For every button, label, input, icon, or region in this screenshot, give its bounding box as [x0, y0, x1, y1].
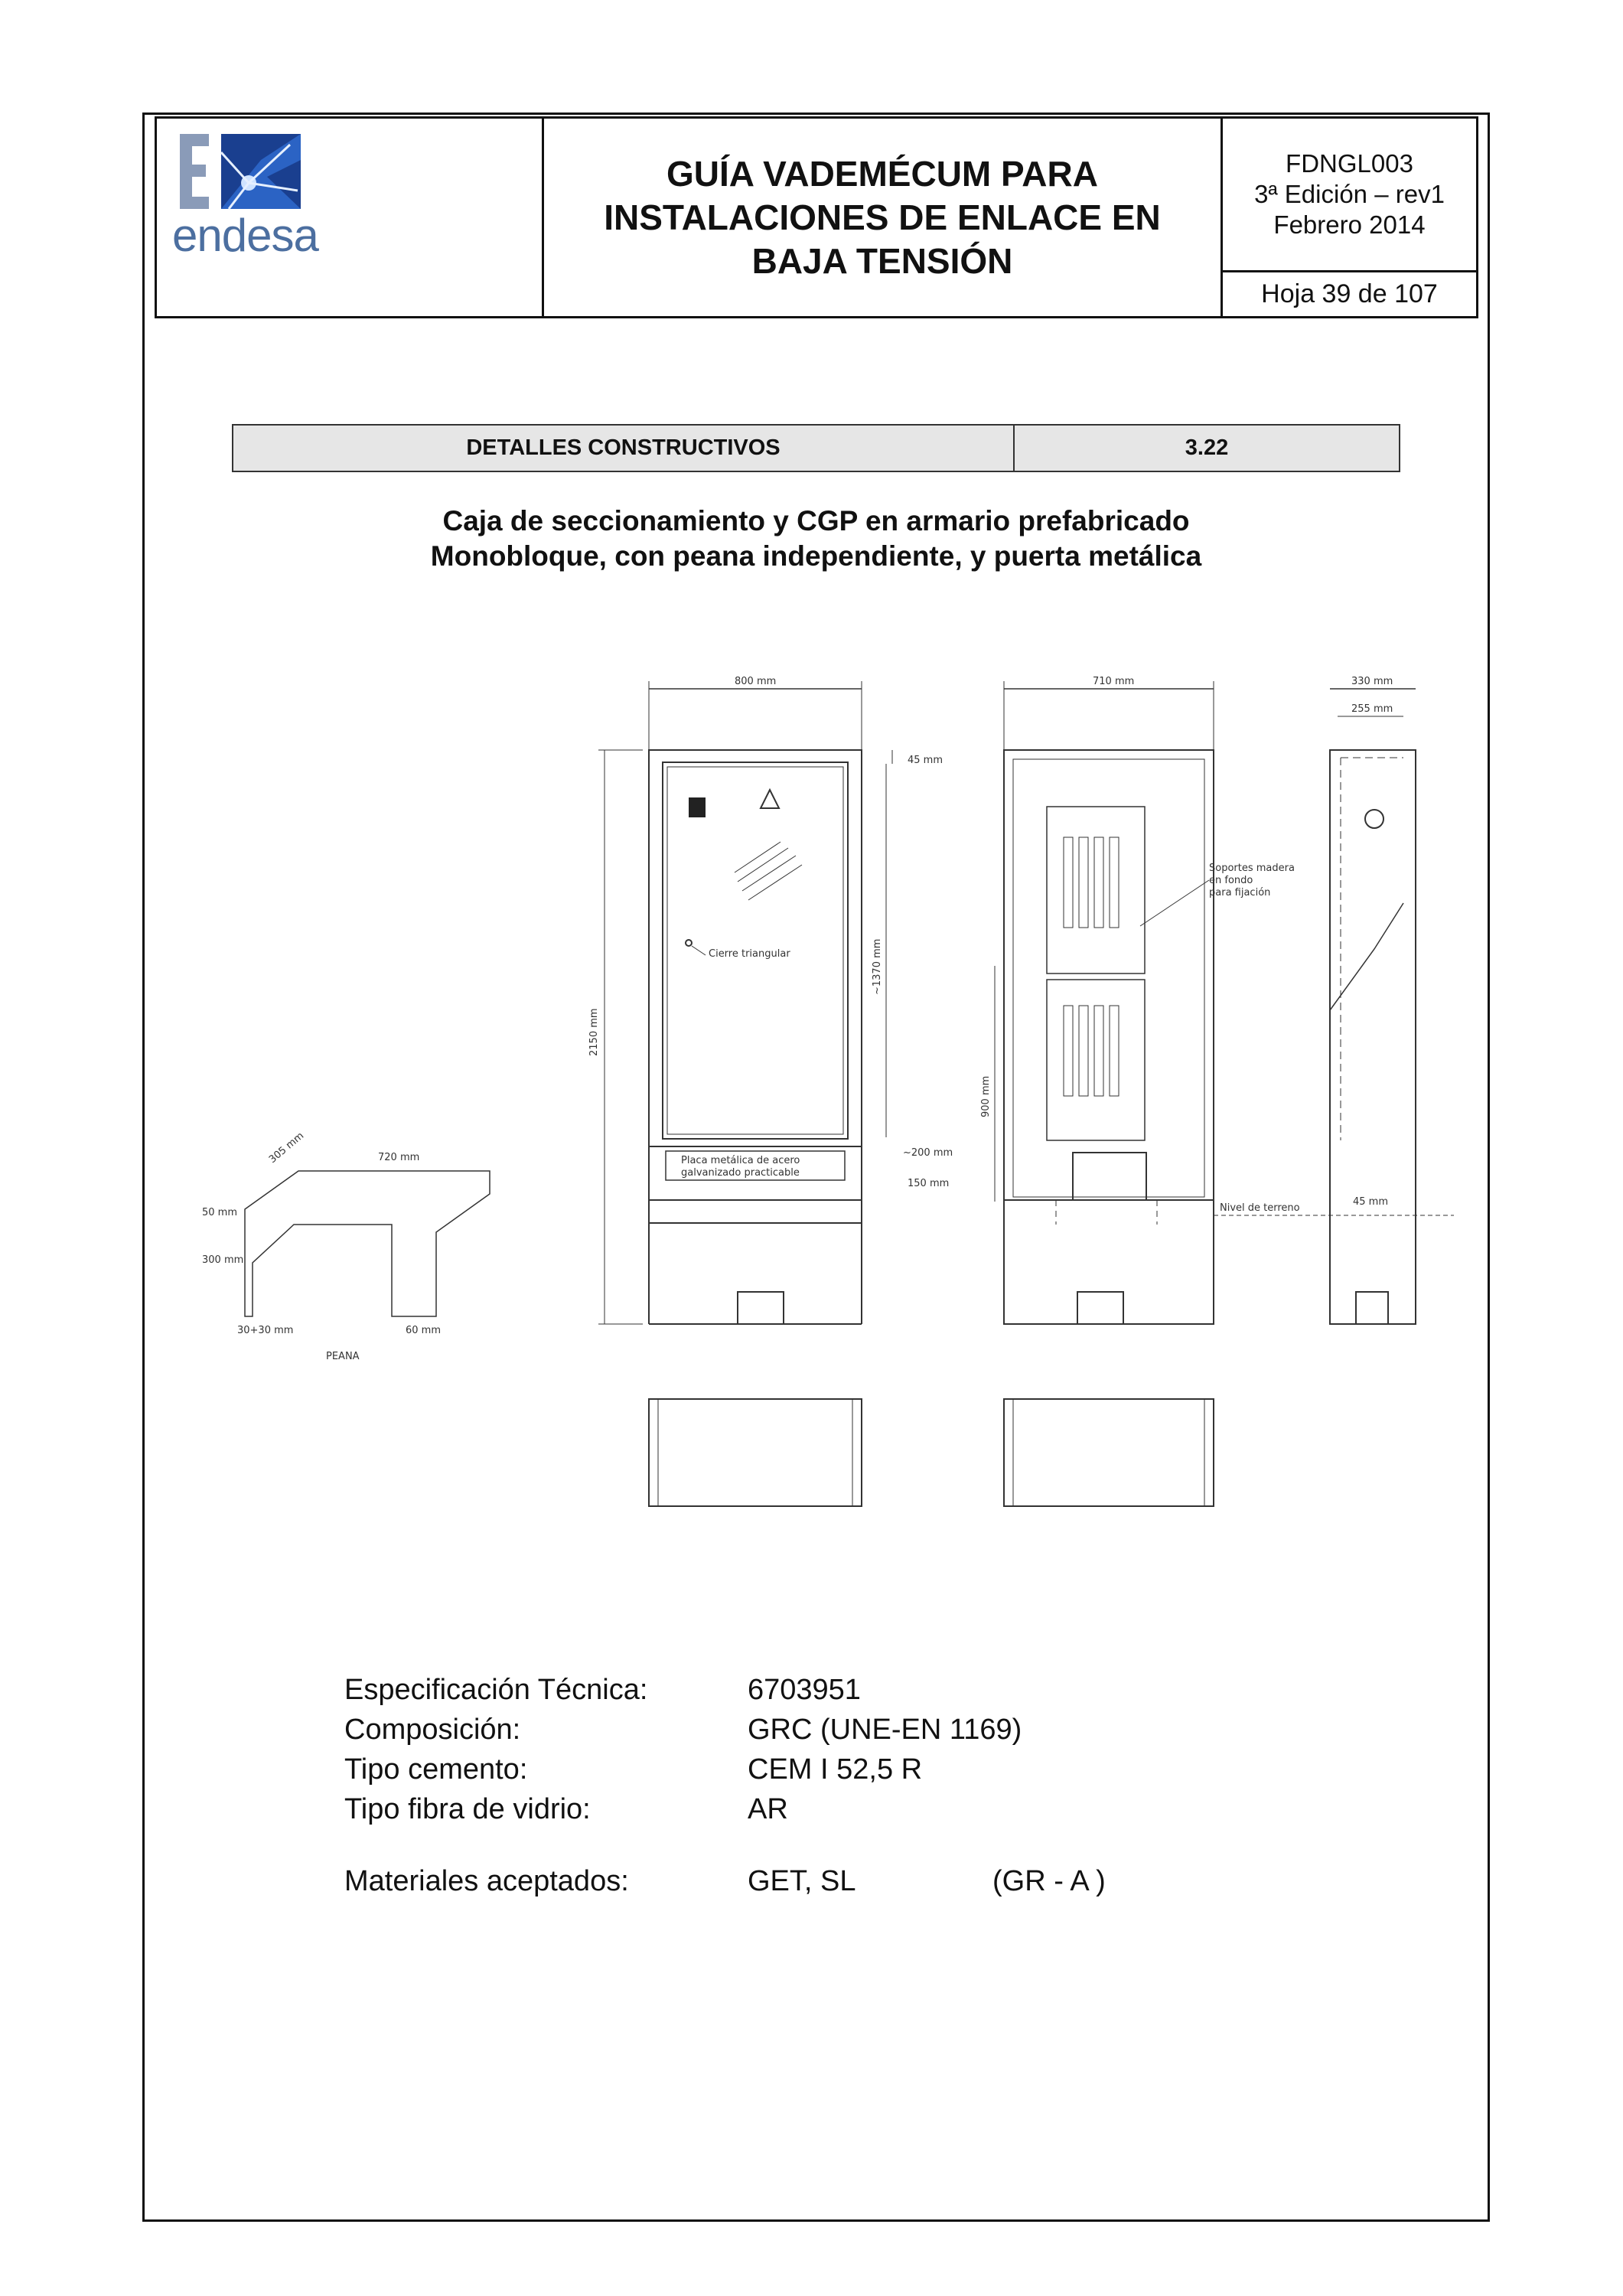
document-code: FDNGL003 — [1286, 149, 1413, 178]
peana-3030: 30+30 mm — [237, 1325, 293, 1336]
peana-label: PEANA — [326, 1351, 360, 1362]
spec-key: Tipo fibra de vidrio: — [344, 1793, 591, 1825]
dim-door-height: ~1370 mm — [872, 939, 883, 995]
dim-top-gap: 45 mm — [908, 755, 943, 766]
peana-50: 50 mm — [202, 1207, 237, 1218]
dim-front-width: 800 mm — [735, 676, 776, 687]
spec-value: CEM I 52,5 R — [748, 1753, 923, 1786]
peana-view: 720 mm 305 mm 50 mm 300 mm 30+30 mm 60 m… — [202, 1130, 490, 1362]
section-number: 3.22 — [1185, 435, 1229, 460]
spec-key: Composición: — [344, 1714, 521, 1746]
lightning-box-icon — [689, 797, 706, 817]
spec-key: Tipo cemento: — [344, 1753, 528, 1786]
section-bar: DETALLES CONSTRUCTIVOS 3.22 — [232, 424, 1400, 472]
drawing-subtitle: Caja de seccionamiento y CGP en armario … — [232, 504, 1400, 574]
materials-extra: (GR - A ) — [992, 1865, 1106, 1897]
code-cell: FDNGL003 3ª Edición – rev1 Febrero 2014 … — [1223, 119, 1476, 316]
section-label: DETALLES CONSTRUCTIVOS — [233, 426, 1015, 471]
warning-triangle-icon — [759, 788, 781, 809]
label-lock: Cierre triangular — [709, 948, 790, 960]
title-line: BAJA TENSIÓN — [751, 240, 1013, 281]
front-view: 800 mm Placa metálica de acero galvaniza… — [588, 676, 953, 1325]
technical-drawing: 800 mm Placa metálica de acero galvaniza… — [202, 676, 1454, 1507]
spec-key: Especificación Técnica: — [344, 1674, 648, 1706]
materials-value: GET, SL — [748, 1865, 856, 1897]
document-header: endesa GUÍA VADEMÉCUM PARA INSTALACIONES… — [155, 116, 1478, 318]
dim-side-width: 710 mm — [1093, 676, 1134, 687]
title-cell: GUÍA VADEMÉCUM PARA INSTALACIONES DE ENL… — [544, 119, 1223, 316]
spec-value: AR — [748, 1793, 788, 1825]
logo-text: endesa — [172, 210, 319, 261]
dim-900: 900 mm — [980, 1076, 992, 1117]
label-supports-line3: para fijación — [1209, 887, 1270, 899]
peana-60: 60 mm — [406, 1325, 441, 1336]
plan-view-side — [1003, 1398, 1214, 1507]
dim-height: 2150 mm — [588, 1008, 600, 1056]
plan-view-front — [648, 1398, 862, 1507]
label-plate-line2: galvanizado practicable — [681, 1167, 800, 1179]
logo-cell: endesa — [157, 119, 544, 316]
endesa-logo-icon — [175, 129, 305, 214]
document-code-block: FDNGL003 3ª Edición – rev1 Febrero 2014 — [1223, 119, 1476, 272]
title-line: GUÍA VADEMÉCUM PARA — [666, 153, 1098, 194]
profile-view: 330 mm 255 mm 45 mm — [1329, 676, 1416, 1325]
label-ground: Nivel de terreno — [1220, 1202, 1300, 1214]
dim-45-right: 45 mm — [1353, 1196, 1388, 1208]
dim-profile-inner: 255 mm — [1351, 703, 1393, 715]
document-title: GUÍA VADEMÉCUM PARA INSTALACIONES DE ENL… — [569, 152, 1196, 283]
dim-plate: ~200 mm — [903, 1147, 953, 1159]
label-supports-line2: en fondo — [1209, 875, 1253, 886]
dim-base: 150 mm — [908, 1178, 949, 1189]
subtitle-line: Caja de seccionamiento y CGP en armario … — [442, 505, 1190, 536]
label-plate-line1: Placa metálica de acero — [681, 1155, 800, 1166]
spec-value: GRC (UNE-EN 1169) — [748, 1714, 1022, 1746]
document-edition: 3ª Edición – rev1 — [1254, 180, 1445, 208]
materials-key: Materiales aceptados: — [344, 1865, 629, 1897]
page-frame — [142, 113, 1490, 2222]
label-supports-line1: Soportes madera — [1209, 863, 1295, 874]
peana-720: 720 mm — [378, 1152, 419, 1163]
document-date: Febrero 2014 — [1273, 210, 1426, 239]
peana-300: 300 mm — [202, 1254, 243, 1266]
spec-value: 6703951 — [748, 1674, 861, 1706]
dim-profile-width: 330 mm — [1351, 676, 1393, 687]
page-number: Hoja 39 de 107 — [1261, 279, 1438, 308]
triangular-lock-icon — [685, 939, 693, 947]
interior-view: 710 mm Nivel de terreno Soportes madera … — [980, 676, 1454, 1325]
peana-305: 305 mm — [267, 1130, 306, 1166]
subtitle-line: Monobloque, con peana independiente, y p… — [430, 540, 1202, 572]
title-line: INSTALACIONES DE ENLACE EN — [604, 197, 1161, 237]
